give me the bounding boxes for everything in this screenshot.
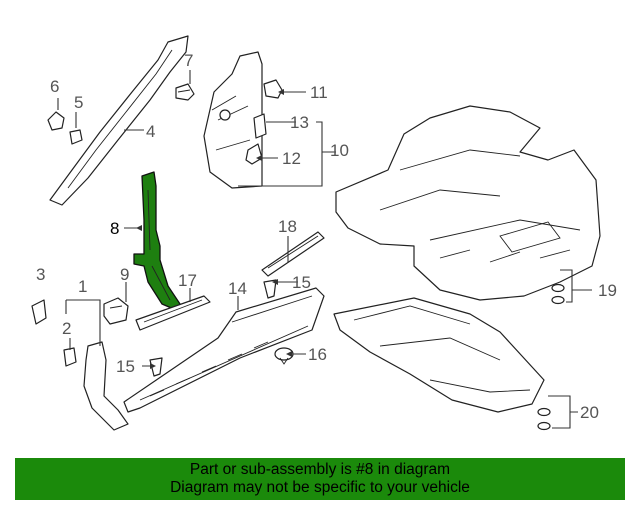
callout-2: 2 [62,319,71,338]
callout-8: 8 [110,219,119,238]
callout-3: 3 [36,265,45,284]
callout-9: 9 [120,265,129,284]
callout-16: 16 [308,345,327,364]
callout-6: 6 [50,77,59,96]
callout-13: 13 [290,113,309,132]
callout-17: 17 [178,271,197,290]
rocker-panel-14 [123,287,325,413]
leader-arrows [136,89,292,369]
a-pillar-trim [49,35,189,206]
floor-insulator [333,297,545,413]
clip-13 [253,113,267,139]
b-pillar-lower-trim-highlighted [133,171,181,311]
callout-11: 11 [310,83,328,102]
info-banner: Part or sub-assembly is #8 in diagram Di… [15,458,625,500]
callout-14: 14 [228,279,247,298]
washers-20 [537,407,551,431]
callout-15-lower: 15 [116,357,135,376]
banner-line-1: Part or sub-assembly is #8 in diagram [189,461,451,478]
sill-plate-17 [135,295,211,331]
callout-10: 10 [330,141,349,160]
clip-9 [103,297,129,325]
floor-carpet [335,105,601,301]
callout-19: 19 [598,281,617,300]
callout-18: 18 [278,217,297,236]
callout-20: 20 [580,403,599,422]
bolt-11 [263,79,283,99]
kick-panel [83,341,129,431]
banner-line-2: Diagram may not be specific to your vehi… [170,479,470,496]
parts-diagram: 6 5 7 11 13 10 12 4 8 9 3 1 2 17 14 18 1… [31,35,617,431]
bolt-7 [175,83,195,101]
clip-2 [63,347,77,367]
leader-lines [57,70,592,429]
clip-15-upper [263,279,277,299]
retainer-3 [31,299,47,325]
callout-1: 1 [78,277,87,296]
fastener-6 [47,111,65,131]
callout-5: 5 [74,93,83,112]
callout-15-upper: 15 [292,273,311,292]
callout-12: 12 [282,149,301,168]
clip-15-lower [149,357,163,377]
sill-plate-18 [261,231,325,277]
washers-19 [551,283,565,305]
fastener-5 [69,129,83,145]
callout-7: 7 [184,51,193,70]
callout-4: 4 [146,122,155,141]
b-pillar-upper-trim [203,51,263,189]
